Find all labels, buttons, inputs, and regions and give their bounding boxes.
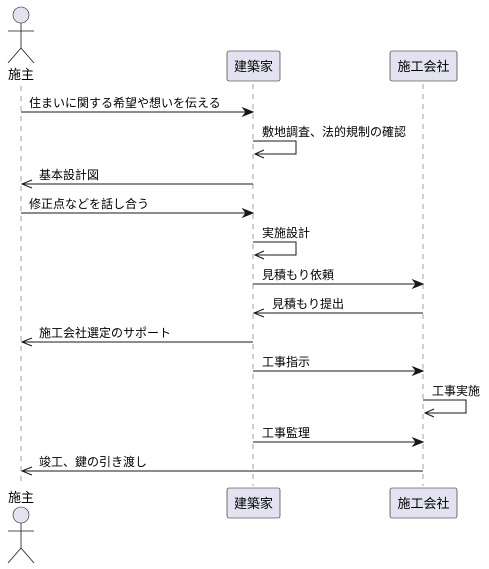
message-label-1: 住まいに関する希望や想いを伝える [29, 95, 221, 110]
participant-label-architect-bottom: 建築家 [234, 496, 273, 512]
participant-label-owner-bottom: 施主 [8, 491, 34, 506]
message-label-4: 修正点などを話し合う [29, 196, 149, 211]
participant-label-architect-top: 建築家 [234, 59, 273, 75]
arrowhead-12 [20, 466, 33, 476]
actor-icon-owner-bottom [7, 506, 35, 564]
arrowhead-2 [253, 149, 265, 159]
arrowhead-1 [241, 106, 255, 118]
participant-label-contractor-bottom: 施工会社 [397, 496, 449, 512]
message-arrow-2 [253, 140, 297, 155]
message-label-5: 実施設計 [262, 225, 310, 240]
participant-label-owner-top: 施主 [8, 68, 34, 83]
participant-box-contractor-bottom: 施工会社 [389, 487, 458, 519]
arrowhead-10 [423, 408, 435, 418]
arrowhead-6 [411, 278, 425, 290]
arrowhead-8 [20, 337, 33, 347]
arrowhead-9 [411, 365, 425, 377]
message-label-11: 工事監理 [262, 425, 310, 440]
message-label-3: 基本設計図 [39, 167, 99, 182]
message-label-12: 竣工、鍵の引き渡し [39, 454, 147, 469]
message-label-8: 施工会社選定のサポート [39, 325, 171, 340]
message-label-10: 工事実施 [432, 383, 480, 398]
message-arrow-5 [253, 241, 297, 256]
actor-icon-owner-top [7, 6, 35, 64]
participant-box-architect-top: 建築家 [226, 50, 281, 82]
message-arrow-10 [423, 399, 467, 414]
arrowhead-11 [411, 436, 425, 448]
arrowhead-3 [20, 179, 33, 189]
arrowhead-7 [252, 308, 265, 318]
participant-box-architect-bottom: 建築家 [226, 487, 281, 519]
arrowhead-5 [253, 250, 265, 260]
participant-box-contractor-top: 施工会社 [389, 50, 458, 82]
message-label-6: 見積もり依頼 [262, 267, 334, 282]
participant-label-contractor-top: 施工会社 [397, 59, 449, 75]
message-label-9: 工事指示 [262, 354, 310, 369]
message-label-7: 見積もり提出 [272, 296, 344, 311]
message-label-2: 敷地調査、法的規制の確認 [262, 124, 406, 139]
arrowhead-4 [241, 207, 255, 219]
